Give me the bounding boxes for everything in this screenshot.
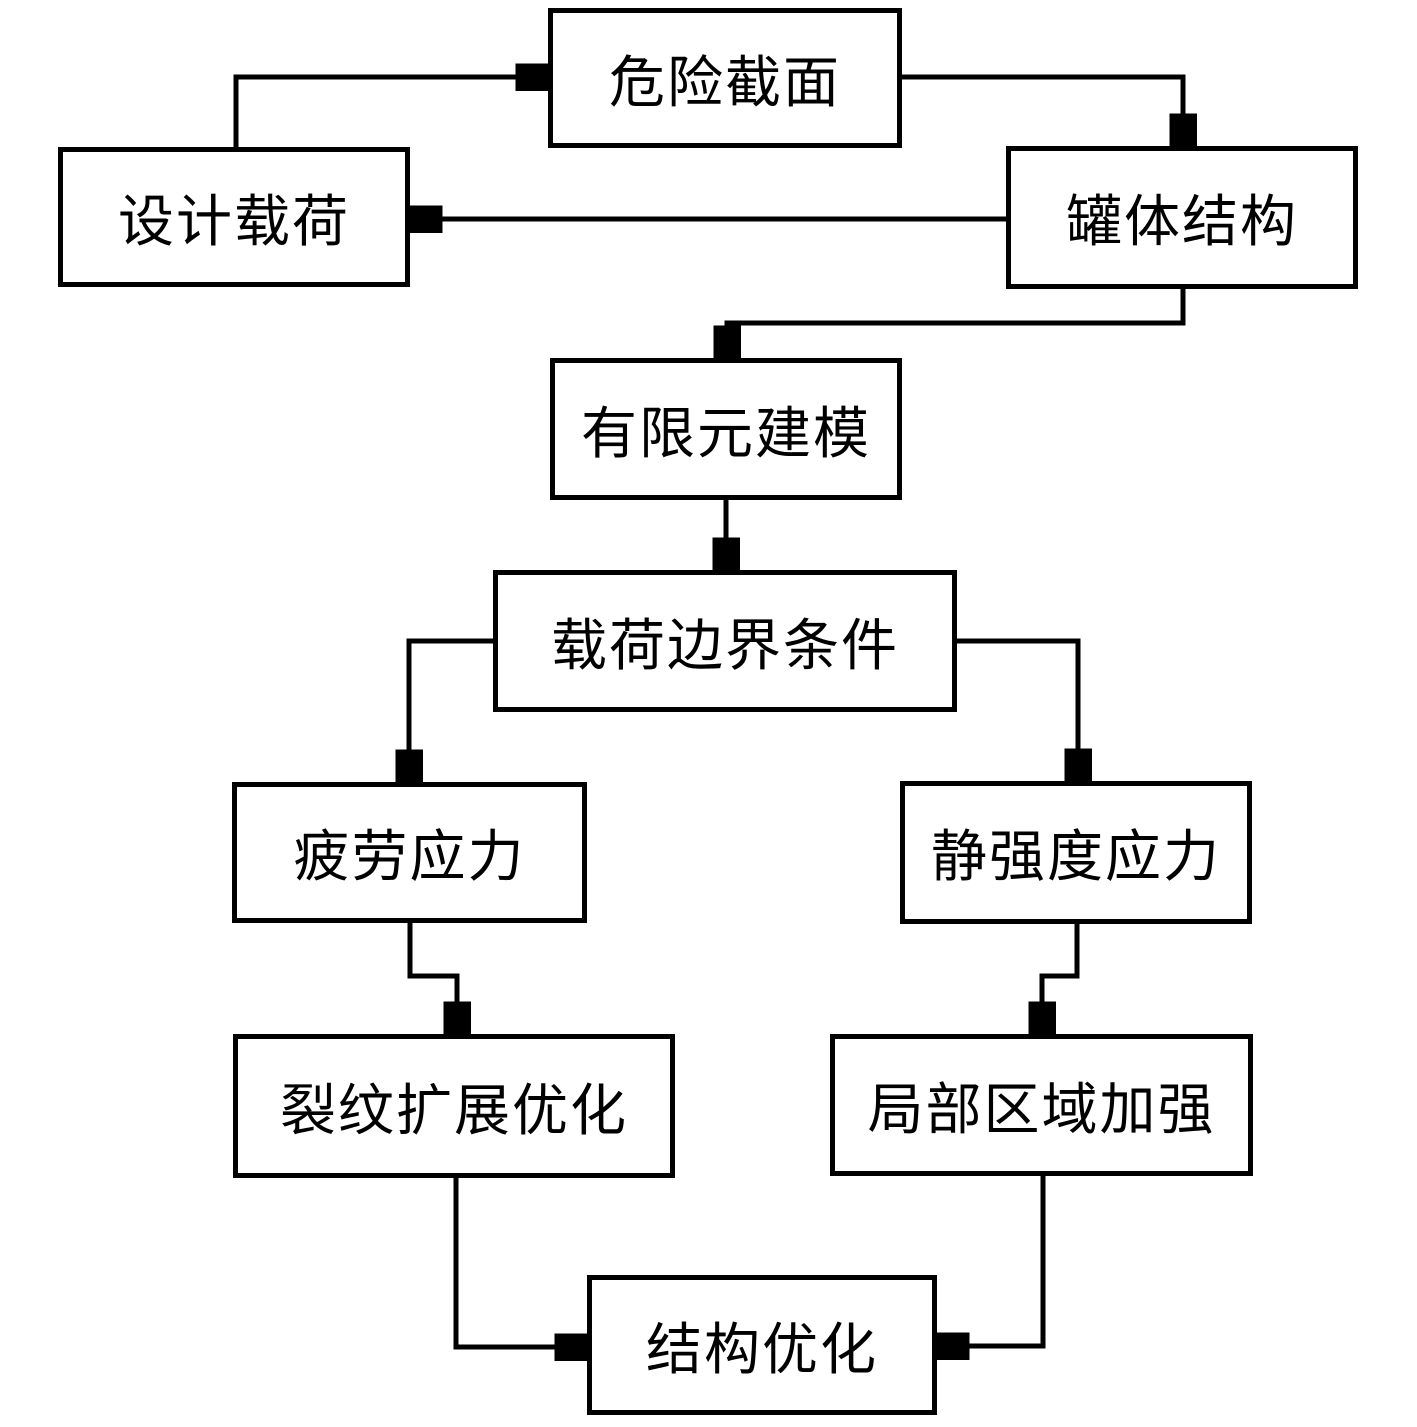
node-local-area-reinforcement-label: 局部区域加强 bbox=[867, 1079, 1216, 1142]
edge-load-boundary-conditions-to-fatigue-stress bbox=[409, 638, 493, 782]
node-static-strength-stress: 静强度应力 bbox=[900, 781, 1252, 924]
node-structural-optimization: 结构优化 bbox=[587, 1275, 937, 1415]
node-hazard-section-label: 危险截面 bbox=[609, 52, 841, 115]
edge-static-strength-stress-to-local-area-reinforcement bbox=[1042, 924, 1080, 1034]
node-load-boundary-conditions: 载荷边界条件 bbox=[493, 570, 957, 712]
edge-load-boundary-conditions-to-static-strength-stress bbox=[957, 638, 1078, 781]
node-hazard-section: 危险截面 bbox=[548, 8, 902, 148]
edge-design-load-to-hazard-section bbox=[233, 77, 548, 147]
node-finite-element-modeling-label: 有限元建模 bbox=[581, 403, 871, 466]
node-design-load-label: 设计载荷 bbox=[118, 191, 350, 254]
node-fatigue-stress-label: 疲劳应力 bbox=[293, 827, 526, 889]
node-structural-optimization-label: 结构优化 bbox=[646, 1319, 878, 1382]
node-design-load: 设计载荷 bbox=[58, 147, 410, 287]
edge-hazard-section-to-tank-structure bbox=[902, 74, 1183, 146]
edge-crack-propagation-optimization-to-structural-optimization bbox=[453, 1178, 587, 1347]
node-finite-element-modeling: 有限元建模 bbox=[550, 358, 902, 500]
edge-tank-structure-to-finite-element-modeling bbox=[727, 289, 1186, 358]
edge-local-area-reinforcement-to-structural-optimization bbox=[937, 1176, 1046, 1346]
node-crack-propagation-optimization-label: 裂纹扩展优化 bbox=[280, 1080, 628, 1143]
node-static-strength-stress-label: 静强度应力 bbox=[931, 827, 1221, 889]
node-tank-structure: 罐体结构 bbox=[1006, 146, 1358, 289]
node-local-area-reinforcement: 局部区域加强 bbox=[830, 1034, 1253, 1176]
node-crack-propagation-optimization: 裂纹扩展优化 bbox=[233, 1034, 675, 1178]
edge-fatigue-stress-to-crack-propagation-optimization bbox=[407, 923, 457, 1034]
node-load-boundary-conditions-label: 载荷边界条件 bbox=[551, 615, 899, 678]
node-tank-structure-label: 罐体结构 bbox=[1066, 192, 1298, 254]
node-fatigue-stress: 疲劳应力 bbox=[232, 782, 587, 923]
